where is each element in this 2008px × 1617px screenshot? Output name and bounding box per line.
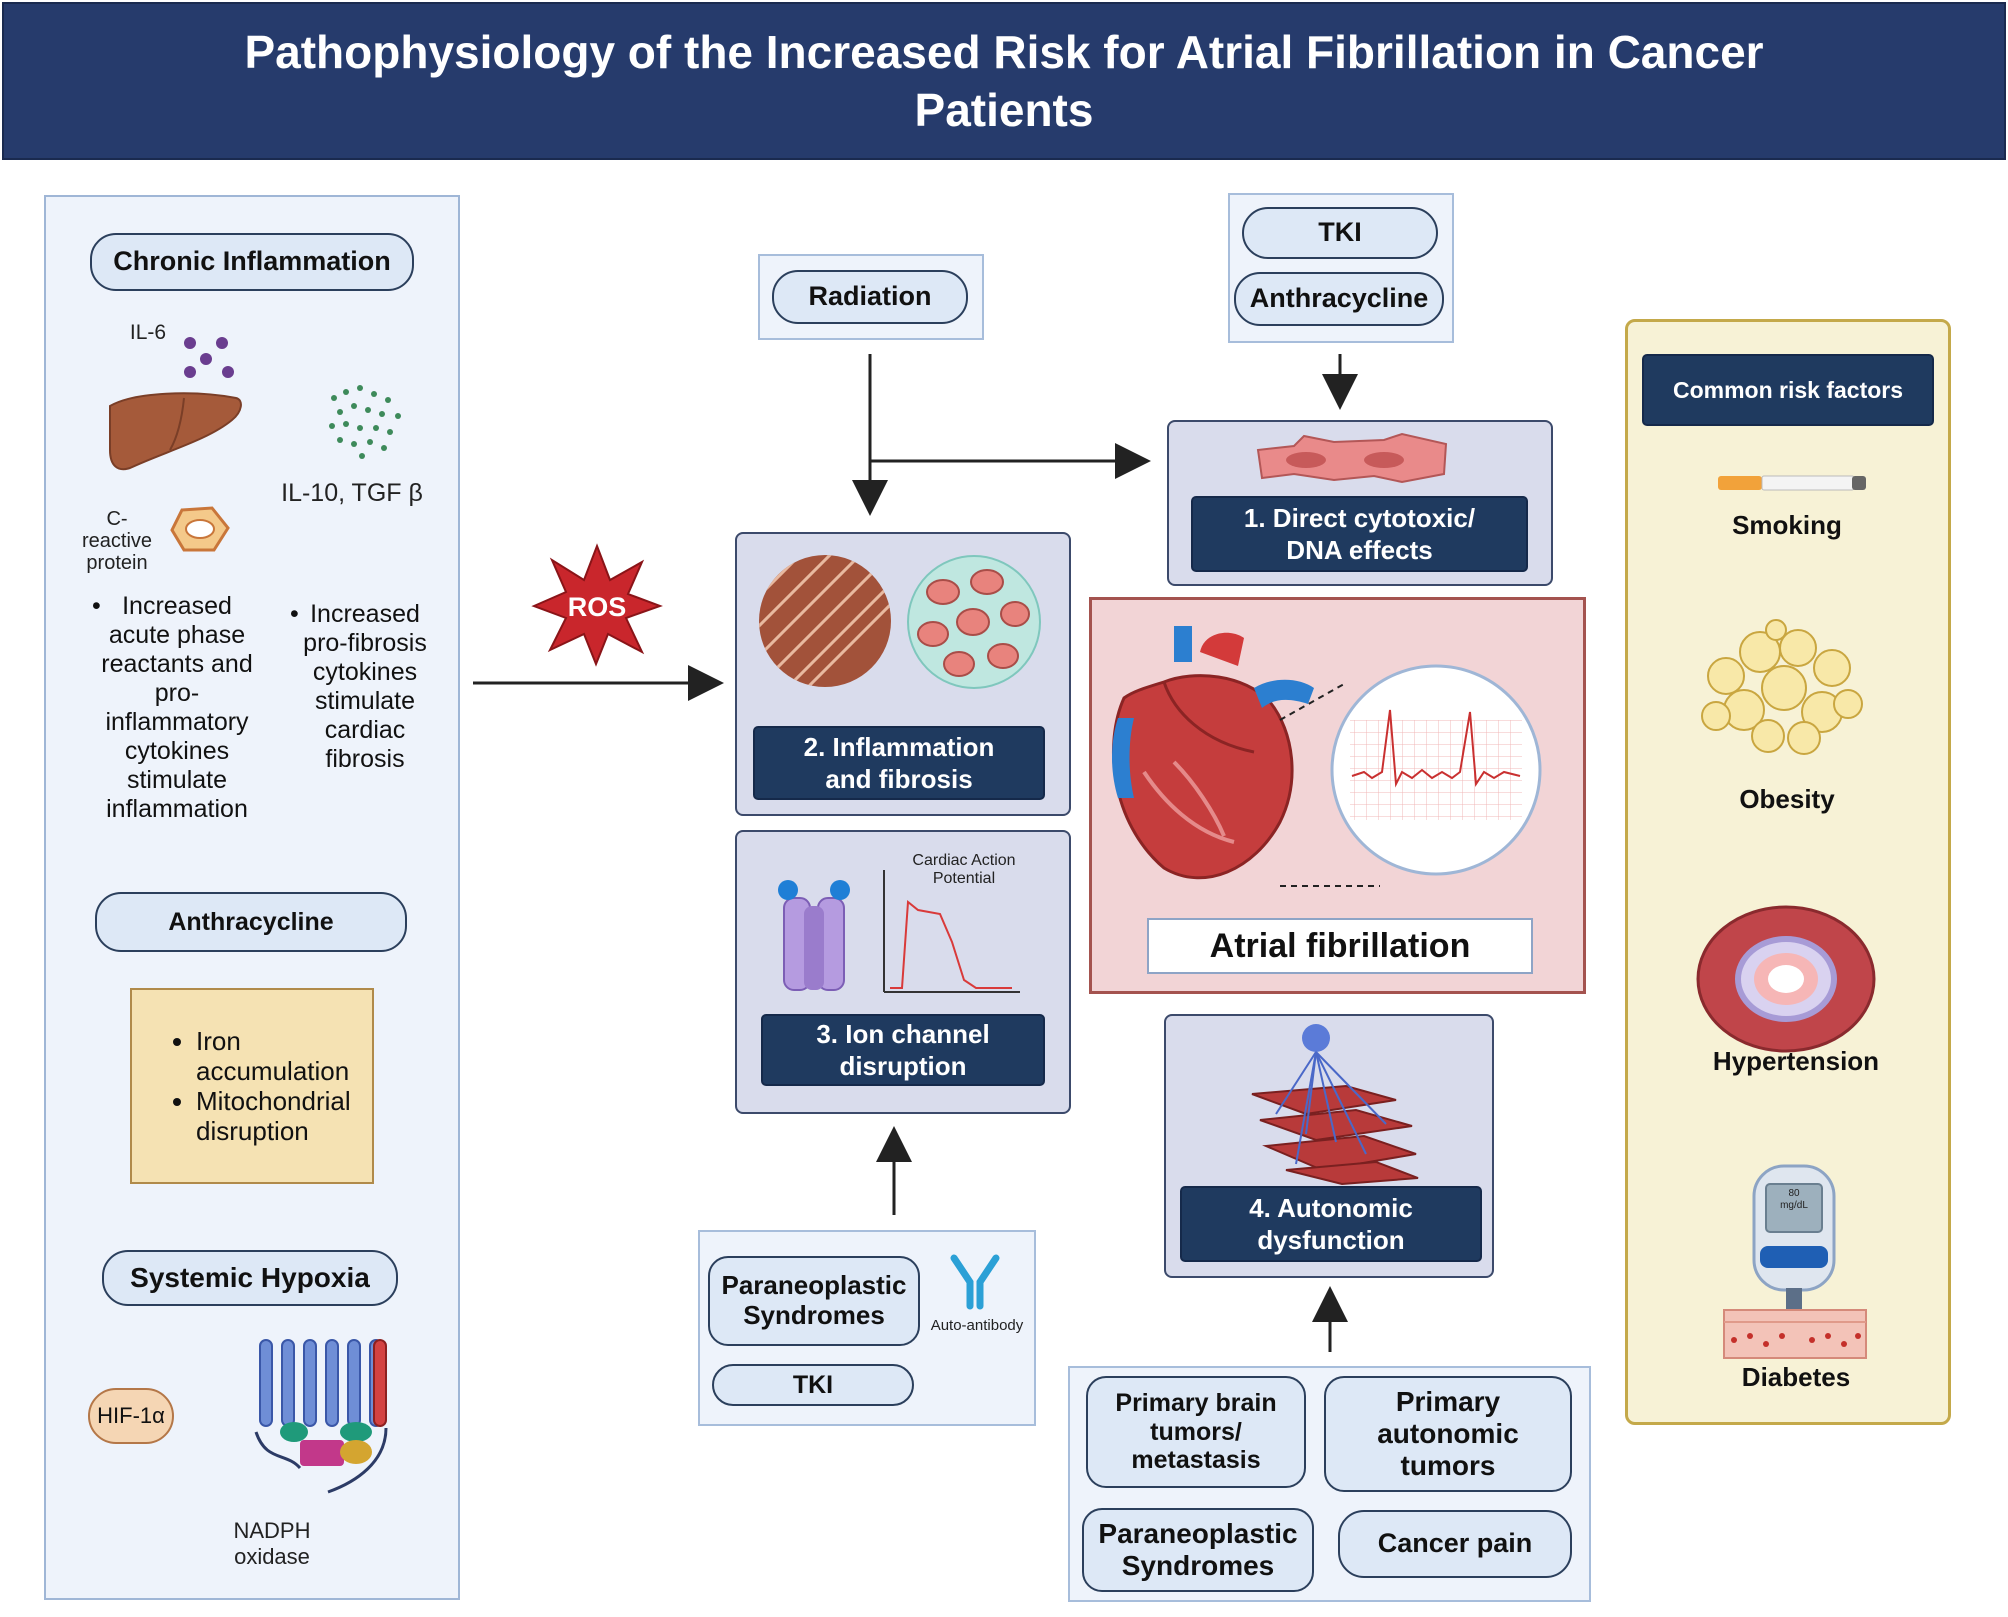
glucose-value: 80 <box>1788 1188 1800 1199</box>
action-potential-chart <box>883 870 1020 993</box>
inflammation-bullet: • Increased acute phase reactants and pr… <box>92 592 253 823</box>
fibrosis-tissue-icon <box>759 555 891 687</box>
mech2-label: 2. Inflammation and fibrosis <box>753 726 1045 800</box>
crp-label: C-reactive protein <box>81 508 153 574</box>
radiation-label: Radiation <box>772 270 968 324</box>
mito-item: Mitochondrial disruption <box>196 1086 372 1146</box>
liver-icon <box>109 392 242 471</box>
artery-cross-section-icon <box>1696 905 1876 1053</box>
fat-cells-icon <box>1701 619 1863 755</box>
iron-mito-box: Iron accumulation Mitochondrial disrupti… <box>130 988 374 1184</box>
il10-tgf-label: IL-10, TGF β <box>281 479 423 507</box>
mech1-label: 1. Direct cytotoxic/ DNA effects <box>1191 496 1528 572</box>
risk-diabetes-label: Diabetes <box>1741 1362 1851 1392</box>
page-title: Pathophysiology of the Increased Risk fo… <box>244 26 1764 136</box>
title-banner: Pathophysiology of the Increased Risk fo… <box>2 2 2006 160</box>
autoantibody-label: Auto-antibody <box>930 1317 1024 1334</box>
anthracycline-left-label: Anthracycline <box>95 892 407 952</box>
risk-hypertension-label: Hypertension <box>1712 1046 1880 1076</box>
cardiac-ap-label: Cardiac Action Potential <box>912 852 1016 887</box>
bullet-dot: • <box>92 592 101 620</box>
ros-label: ROS <box>567 592 627 622</box>
risk-smoking-label: Smoking <box>1732 510 1842 540</box>
crp-molecule-icon <box>170 506 230 552</box>
il6-particles-icon <box>184 337 234 378</box>
paraneoplastic-mid-label: Paraneoplastic Syndromes <box>708 1256 920 1346</box>
hif-badge: HIF-1α <box>88 1388 174 1444</box>
ros-starburst-icon <box>531 543 663 667</box>
nadph-oxidase-icon <box>254 1339 388 1494</box>
heart-icon <box>1111 626 1314 880</box>
paraneoplastic-right-label: Paraneoplastic Syndromes <box>1082 1508 1314 1592</box>
glucometer-icon <box>1752 1164 1836 1328</box>
af-label: Atrial fibrillation <box>1147 918 1533 974</box>
risk-obesity-label: Obesity <box>1739 784 1835 814</box>
bullet-dot: • <box>290 600 299 628</box>
skin-blood-drops-icon <box>1723 1309 1867 1359</box>
cancer-pain-label: Cancer pain <box>1338 1510 1572 1578</box>
tki-mid-label: TKI <box>712 1364 914 1406</box>
iron-item: Iron accumulation <box>196 1026 372 1086</box>
risk-factors-header: Common risk factors <box>1642 354 1934 426</box>
systemic-hypoxia-label: Systemic Hypoxia <box>102 1250 398 1306</box>
antibody-icon <box>950 1254 1000 1310</box>
autonomic-tumor-label: Primary autonomic tumors <box>1324 1376 1572 1492</box>
glucose-unit: mg/dL <box>1780 1200 1808 1211</box>
tki-top-label: TKI <box>1242 207 1438 259</box>
fibrosis-bullet: • Increased pro-fibrosis cytokines stimu… <box>290 600 427 773</box>
mech3-label: 3. Ion channel disruption <box>761 1014 1045 1086</box>
autonomic-neuron-icon <box>1251 1024 1419 1186</box>
ecg-zoom-lines <box>1279 683 1380 887</box>
il6-label: IL-6 <box>129 321 167 344</box>
cigarette-icon <box>1718 475 1866 491</box>
brain-tumor-label: Primary brain tumors/ metastasis <box>1086 1376 1306 1488</box>
mech4-label: 4. Autonomic dysfunction <box>1180 1186 1482 1262</box>
cardiomyocyte-icon <box>1256 432 1448 484</box>
nadph-label: NADPH oxidase <box>233 1518 311 1569</box>
inflamed-cells-icon <box>907 555 1041 689</box>
ecg-trace-icon <box>1330 664 1542 876</box>
chronic-inflammation-label: Chronic Inflammation <box>90 233 414 291</box>
ion-channel-icon <box>778 880 850 991</box>
anthracycline-top-label: Anthracycline <box>1234 272 1444 326</box>
il10-particles-icon <box>329 385 401 459</box>
